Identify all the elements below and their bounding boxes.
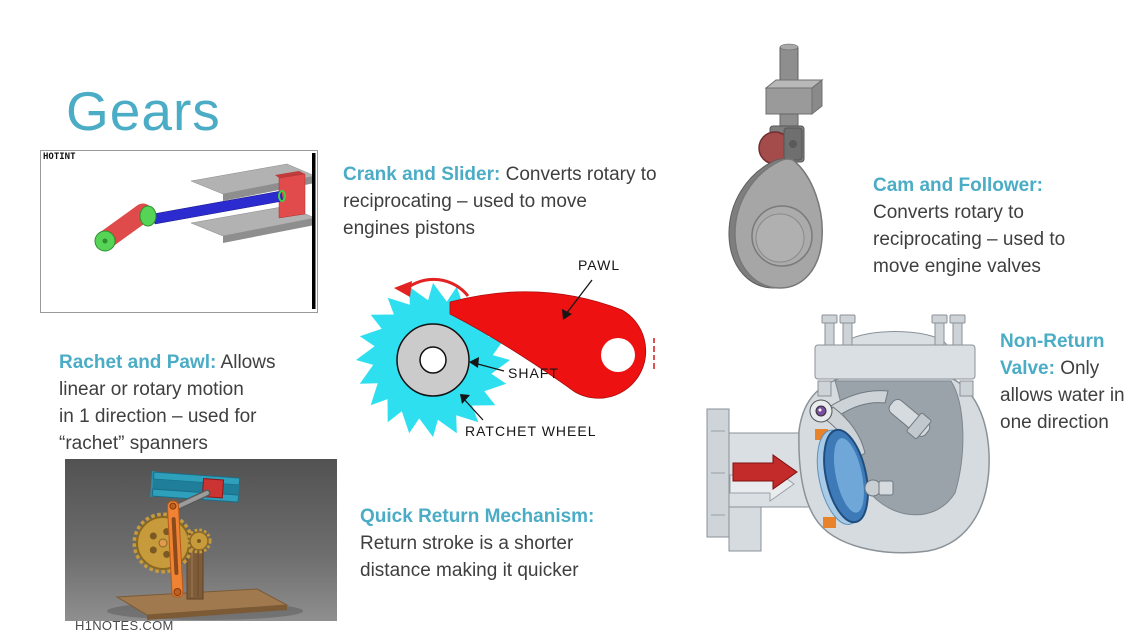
crank-slider-drawing: [94, 153, 316, 309]
hotint-watermark: HOTINT: [43, 152, 76, 162]
leader-arrowheads: [460, 309, 572, 404]
slider-block: [275, 171, 306, 219]
ratchet-pawl-text-line: in 1 direction – used for: [59, 406, 257, 427]
stop-bracket: [888, 398, 932, 439]
wooden-base: [115, 588, 289, 620]
non-return-valve-heading: Non-Return Valve:: [1000, 331, 1105, 379]
cam-follower-text-line: reciprocating – used to: [873, 229, 1066, 250]
seat-seal-top: [815, 429, 828, 440]
non-return-valve-caption: Non-Return Valve: Only allows water in o…: [1000, 328, 1132, 436]
ratchet-pawl-text-line: linear or rotary motion: [59, 379, 244, 400]
quick-return-drawing: [65, 459, 337, 621]
ratchet-diagram: PAWL SHAFT RATCHET WHEEL: [350, 252, 670, 452]
non-return-valve-text: Only allows water in one direction: [1000, 358, 1125, 433]
crank-slider-heading: Crank and Slider:: [343, 164, 501, 185]
pawl-label: PAWL: [578, 257, 620, 273]
slider-pin: [278, 190, 286, 202]
follower-block: [764, 78, 824, 127]
pawl-arm: [449, 291, 647, 399]
crank-slider-text: Converts rotary to: [500, 164, 657, 185]
cam-follower-heading: Cam and Follower:: [873, 175, 1043, 196]
crank-slider-text-line: reciprocating – used to move: [343, 191, 587, 212]
quick-return-heading: Quick Return Mechanism:: [360, 506, 595, 527]
cam-follower-caption: Cam and Follower: Converts rotary to rec…: [873, 172, 1103, 280]
crank-slider-image: HOTINT: [40, 150, 318, 313]
pivot-pin: [809, 399, 833, 423]
crank-slider-caption: Crank and Slider: Converts rotary to rec…: [343, 161, 683, 242]
cam-follower-text-line: move engine valves: [873, 256, 1041, 277]
leader-lines: [462, 279, 593, 421]
valve-disc: [816, 428, 869, 525]
bonnet-flange: [814, 314, 976, 397]
page-title: Gears: [66, 80, 221, 142]
quick-return-text-line: Return stroke is a shorter: [360, 533, 574, 554]
ratchet-pawl-text-line: “rachet” spanners: [59, 433, 208, 454]
non-return-valve-image: [703, 303, 991, 558]
shaft: [396, 323, 470, 397]
rotation-arrow: [394, 277, 470, 297]
quick-return-caption: Quick Return Mechanism: Return stroke is…: [360, 503, 670, 584]
cam-lobe: [728, 158, 823, 289]
link-rod: [175, 489, 211, 510]
bolts: [817, 314, 974, 397]
crank-joints: [94, 205, 157, 252]
frame-line: [312, 153, 316, 309]
slotted-lever: [166, 500, 184, 598]
pinion-gear: [186, 528, 212, 554]
cam-follower-drawing: [728, 43, 824, 289]
watermark-marks: [653, 338, 655, 369]
footer-watermark: H1NOTES.COM: [75, 618, 174, 633]
cam-follower-text-line: Converts rotary to: [873, 202, 1024, 223]
seat-seal-bottom: [823, 517, 836, 528]
disc-nut: [864, 479, 894, 497]
roller-clevis: [758, 125, 805, 165]
quick-return-text-line: distance making it quicker: [360, 560, 579, 581]
quick-return-image: [65, 459, 337, 621]
crank-slider-text-line: engines pistons: [343, 218, 476, 239]
ratchet-pawl-text: Allows: [216, 352, 276, 373]
ratchet-pawl-heading: Rachet and Pawl:: [59, 352, 217, 373]
cam-follower-image: [718, 30, 878, 295]
ratchet-diagram-drawing: PAWL SHAFT RATCHET WHEEL: [356, 257, 655, 439]
flow-arrow: [729, 454, 798, 502]
non-return-valve-drawing: [706, 314, 990, 554]
shaft-label: SHAFT: [508, 365, 559, 381]
ratchet-wheel-label: RATCHET WHEEL: [465, 423, 597, 439]
ratchet-pawl-caption: Rachet and Pawl: Allows linear or rotary…: [59, 349, 319, 457]
